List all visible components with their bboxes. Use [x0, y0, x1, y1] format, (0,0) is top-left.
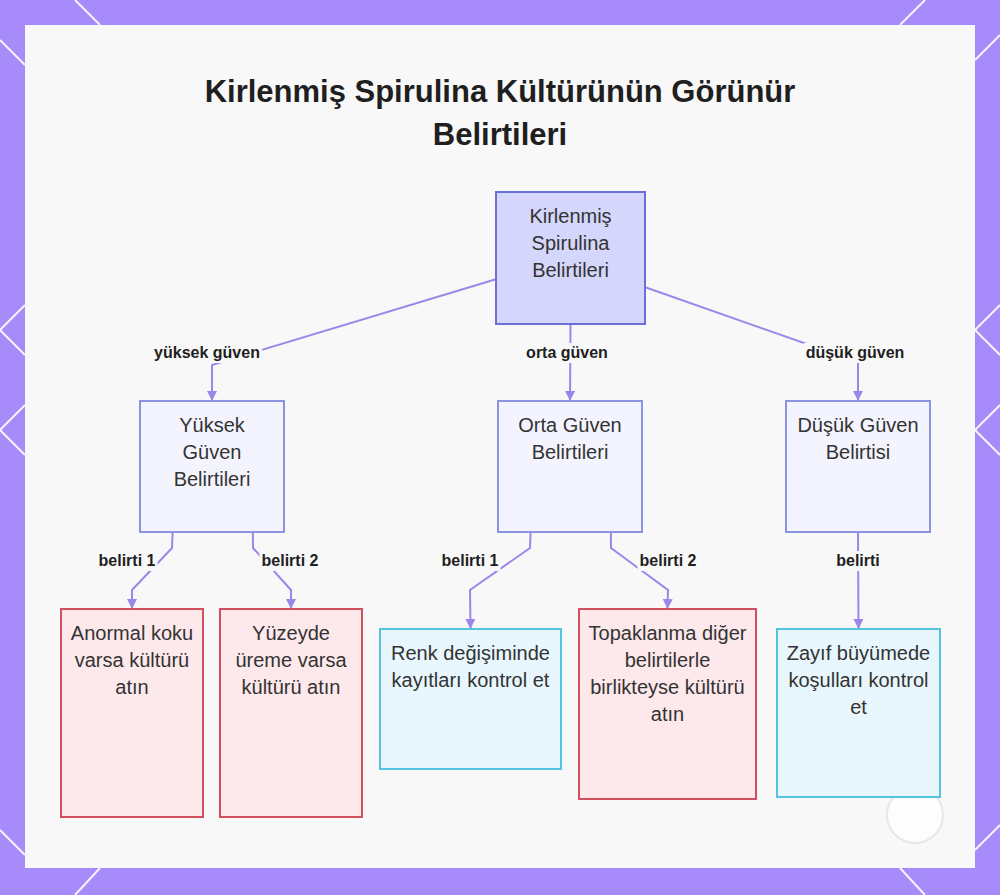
connector	[212, 279, 495, 400]
edge-label: belirti 2	[638, 551, 699, 571]
connector	[857, 533, 860, 628]
node-text: Orta Güven Belirtileri	[505, 412, 635, 466]
diagram-title: Kirlenmiş Spirulina Kültürünün Görünür B…	[150, 70, 850, 156]
category-box: Orta Güven Belirtileri	[497, 400, 643, 533]
check-box: Renk değişiminde kayıtları kontrol et	[379, 628, 562, 770]
node-text: Yüksek Güven Belirtileri	[147, 412, 277, 493]
node-text: Kirlenmiş Spirulina Belirtileri	[503, 203, 638, 284]
root-box: Kirlenmiş Spirulina Belirtileri	[495, 191, 646, 325]
node-text: Düşük Güven Belirtisi	[793, 412, 923, 466]
edge-label: yüksek güven	[152, 343, 262, 363]
node-text: Zayıf büyümede koşulları kontrol et	[784, 640, 933, 721]
edge-label: belirti 1	[97, 551, 158, 571]
node-text: Topaklanma diğer belirtilerle birlikteys…	[586, 620, 749, 728]
edge-label: düşük güven	[804, 343, 907, 363]
edge-label: belirti 2	[260, 551, 321, 571]
category-box: Düşük Güven Belirtisi	[785, 400, 931, 533]
check-box: Zayıf büyümede koşulları kontrol et	[776, 628, 941, 798]
connector	[470, 533, 531, 628]
action-box: Topaklanma diğer belirtilerle birlikteys…	[578, 608, 757, 800]
node-text: Anormal koku varsa kültürü atın	[68, 620, 196, 701]
edge-label: belirti 1	[440, 551, 501, 571]
category-box: Yüksek Güven Belirtileri	[139, 400, 285, 533]
action-box: Yüzeyde üreme varsa kültürü atın	[219, 608, 363, 818]
edge-label: belirti	[834, 551, 882, 571]
node-text: Renk değişiminde kayıtları kontrol et	[387, 640, 554, 694]
edge-label: orta güven	[524, 343, 610, 363]
node-text: Yüzeyde üreme varsa kültürü atın	[227, 620, 355, 701]
action-box: Anormal koku varsa kültürü atın	[60, 608, 204, 818]
